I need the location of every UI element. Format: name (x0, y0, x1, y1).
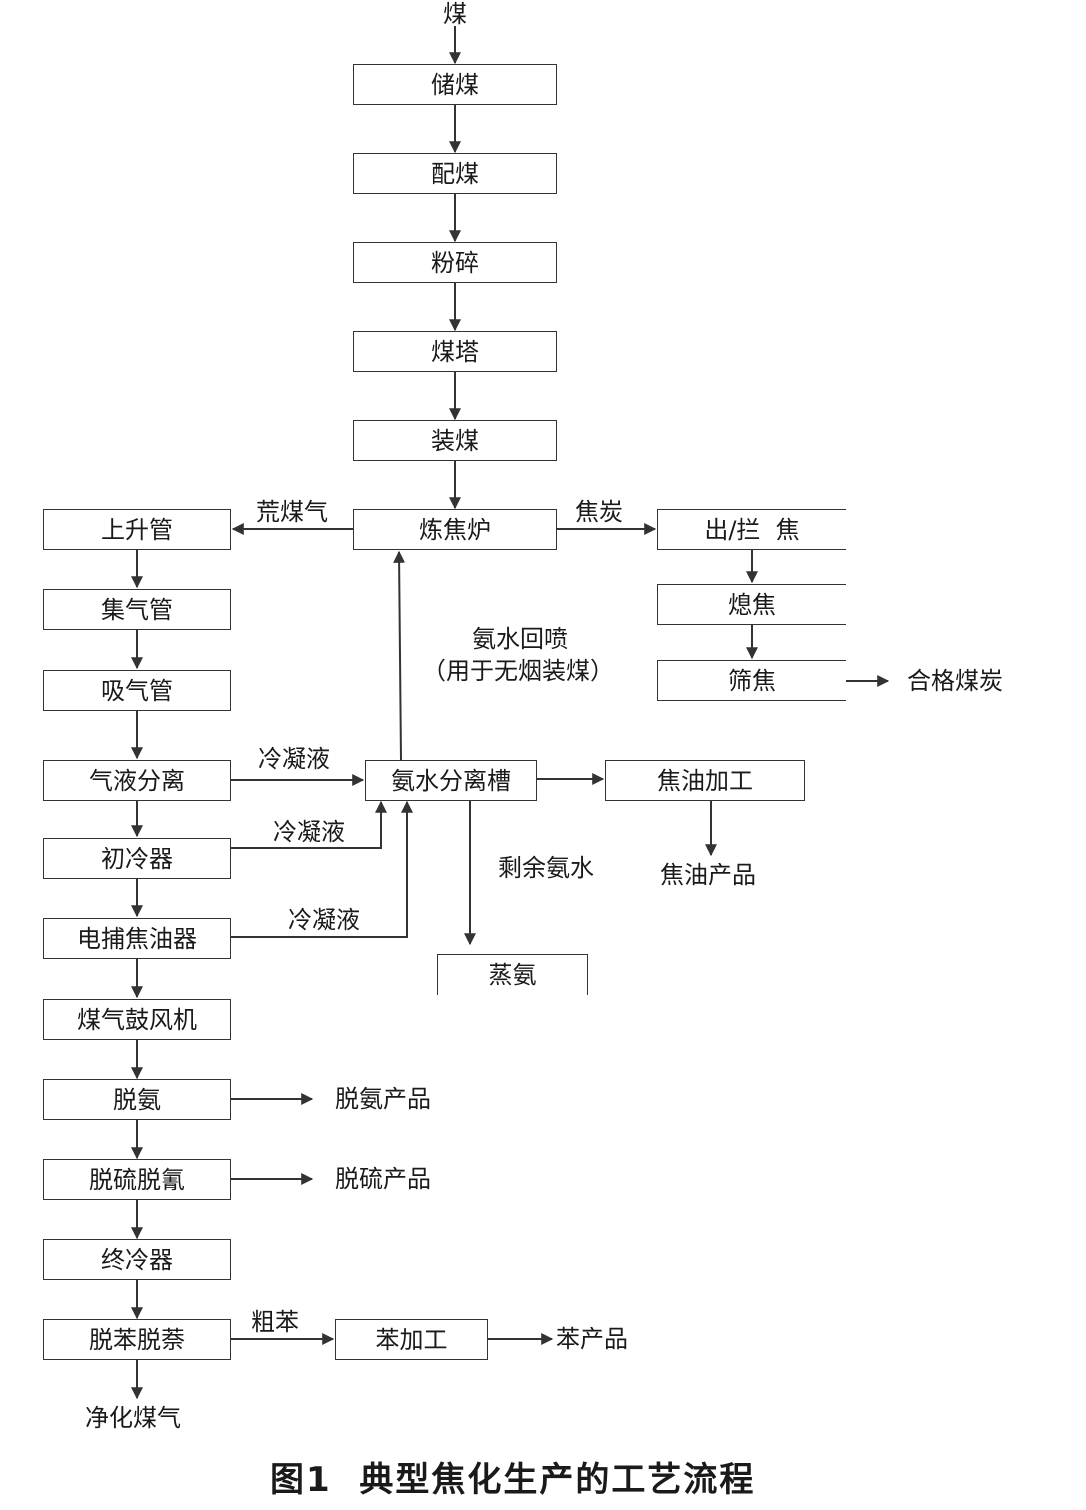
label-coal-input: 煤 (443, 0, 467, 28)
node-electrostatic-tar-precipitator: 电捕焦油器 (43, 918, 231, 959)
node-coal-tower: 煤塔 (353, 331, 557, 372)
figure-caption: 图1 典型焦化生产的工艺流程 (270, 1460, 756, 1500)
node-storage: 储煤 (353, 64, 557, 105)
label-condensate-2: 冷凝液 (273, 818, 345, 846)
node-blending: 配煤 (353, 153, 557, 194)
node-coke-oven: 炼焦炉 (353, 509, 557, 550)
label-tar-product: 焦油产品 (660, 861, 756, 889)
label-condensate-3: 冷凝液 (288, 906, 360, 934)
node-gas-blower: 煤气鼓风机 (43, 999, 231, 1040)
label-ammonia-spray-line1: 氨水回喷 (472, 625, 568, 653)
arrow-condensate-precipitator (231, 800, 413, 938)
label-purified-gas: 净化煤气 (85, 1404, 181, 1432)
label-surplus-ammonia-water: 剩余氨水 (498, 854, 594, 882)
label-raw-gas: 荒煤气 (256, 498, 328, 526)
node-ammonia-water-separation-tank: 氨水分离槽 (365, 760, 537, 801)
label-condensate-1: 冷凝液 (258, 745, 330, 773)
node-crushing: 粉碎 (353, 242, 557, 283)
label-coke: 焦炭 (575, 498, 623, 526)
node-tar-processing: 焦油加工 (605, 760, 805, 801)
label-deammoniation-product: 脱氨产品 (335, 1085, 431, 1113)
label-ammonia-spray-line2: （用于无烟装煤） (422, 657, 614, 685)
node-charging: 装煤 (353, 420, 557, 461)
node-deammoniation: 脱氨 (43, 1079, 231, 1120)
node-final-cooler: 终冷器 (43, 1239, 231, 1280)
label-benzene-product: 苯产品 (556, 1325, 628, 1353)
node-primary-cooler: 初冷器 (43, 838, 231, 879)
node-gas-liquid-separation: 气液分离 (43, 760, 231, 801)
node-coke-push-block: 出/拦 焦 (657, 509, 846, 550)
node-gas-collecting-main: 集气管 (43, 589, 231, 630)
node-coke-quenching: 熄焦 (657, 584, 846, 625)
label-crude-benzene: 粗苯 (251, 1308, 299, 1336)
arrow-condensate-cooler (231, 800, 387, 849)
label-desulfur-product: 脱硫产品 (335, 1165, 431, 1193)
node-ascension-pipe: 上升管 (43, 509, 231, 550)
node-ammonia-distillation: 蒸氨 (437, 954, 588, 995)
node-benzene-processing: 苯加工 (335, 1319, 488, 1360)
node-desulfur-decyanide: 脱硫脱氰 (43, 1159, 231, 1200)
node-coke-screening: 筛焦 (657, 660, 846, 701)
label-qualified-coke: 合格煤炭 (907, 667, 1003, 695)
node-debenzene-denaphthalene: 脱苯脱萘 (43, 1319, 231, 1360)
node-suction-pipe: 吸气管 (43, 670, 231, 711)
arrow-ammonia-spray-back (393, 550, 406, 761)
